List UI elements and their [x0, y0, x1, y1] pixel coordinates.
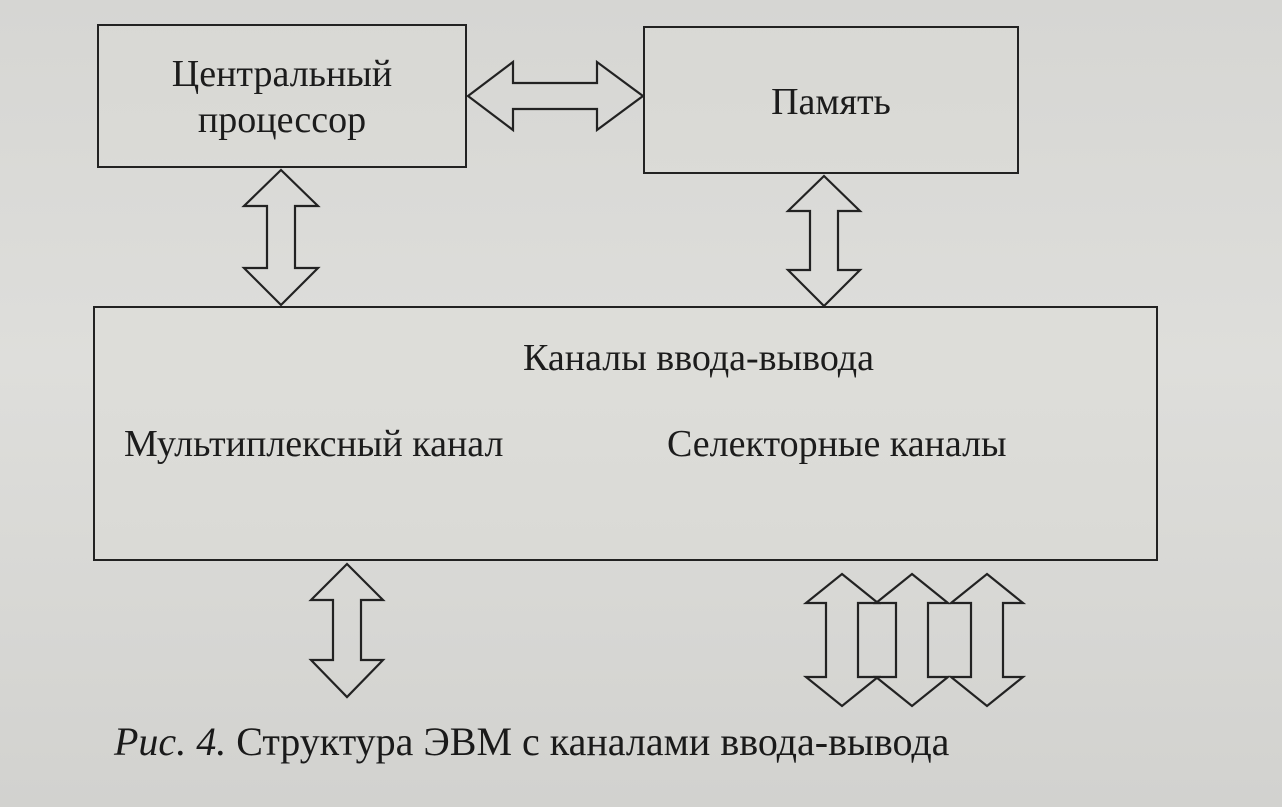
selector-output-arrow-2: [872, 572, 952, 708]
selector-output-arrow-1: [802, 572, 882, 708]
memory-block: Память: [643, 26, 1019, 174]
multiplex-output-arrow: [308, 562, 386, 699]
multiplex-channel-label: Мультиплексный канал: [124, 423, 504, 465]
selector-channels-label: Селекторные каналы: [667, 423, 1007, 465]
cpu-label: Центральный процессор: [171, 53, 393, 141]
figure-caption: Рис. 4. Структура ЭВМ с каналами ввода-в…: [114, 718, 949, 765]
caption-text: Структура ЭВМ с каналами ввода-вывода: [226, 719, 950, 764]
cpu-channels-arrow: [241, 168, 321, 307]
io-channels-title: Каналы ввода-вывода: [523, 337, 874, 379]
cpu-block: Центральный процессор: [97, 24, 467, 168]
cpu-memory-arrow: [466, 59, 645, 133]
memory-channels-arrow: [785, 174, 863, 308]
selector-output-arrow-3: [947, 572, 1027, 708]
figure-number: Рис. 4.: [114, 719, 227, 764]
io-channels-block: Каналы ввода-вывода Мультиплексный канал…: [93, 306, 1158, 561]
memory-label: Память: [771, 81, 891, 123]
